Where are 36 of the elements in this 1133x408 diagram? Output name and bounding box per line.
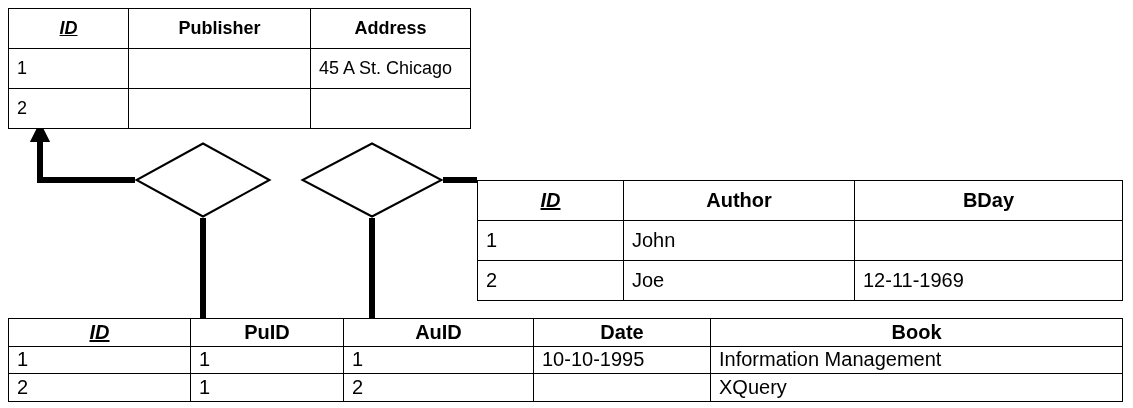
column-header: ID [9, 9, 129, 49]
table-cell: 45 A St. Chicago [311, 49, 471, 89]
data-table [8, 8, 471, 129]
table-cell: XQuery [711, 374, 1123, 402]
connector-line [369, 218, 375, 318]
column-header: Author [624, 181, 855, 221]
column-header: PuID [191, 319, 344, 347]
connector-line [443, 177, 477, 183]
column-header: Address [311, 9, 471, 49]
table-cell: 2 [9, 374, 191, 402]
column-header: ID [9, 319, 191, 347]
table-cell: 10-10-1995 [534, 346, 711, 374]
column-header: AuID [344, 319, 534, 347]
table-cell: 1 [344, 346, 534, 374]
column-header: BDay [855, 181, 1123, 221]
column-header: ID [478, 181, 624, 221]
table-cell: 2 [344, 374, 534, 402]
table-cell: 1 [9, 346, 191, 374]
column-header: Publisher [129, 9, 311, 49]
table-cell: Information Management [711, 346, 1123, 374]
table-cell: 1 [191, 374, 344, 402]
table-cell: 1 [478, 221, 624, 261]
table-cell: 12-11-1969 [855, 261, 1123, 301]
table-cell: 2 [478, 261, 624, 301]
table-cell: 1 [9, 49, 129, 89]
column-header: Book [711, 319, 1123, 347]
relationship-diamond [135, 142, 271, 218]
column-header: Date [534, 319, 711, 347]
table-cell: Joe [624, 261, 855, 301]
data-table [477, 180, 1123, 301]
table-cell: John [624, 221, 855, 261]
table-cell: 1 [191, 346, 344, 374]
data-table [8, 318, 1123, 402]
connector-line [200, 218, 206, 318]
relationship-diamond [301, 142, 443, 218]
table-cell: 2 [9, 89, 129, 129]
